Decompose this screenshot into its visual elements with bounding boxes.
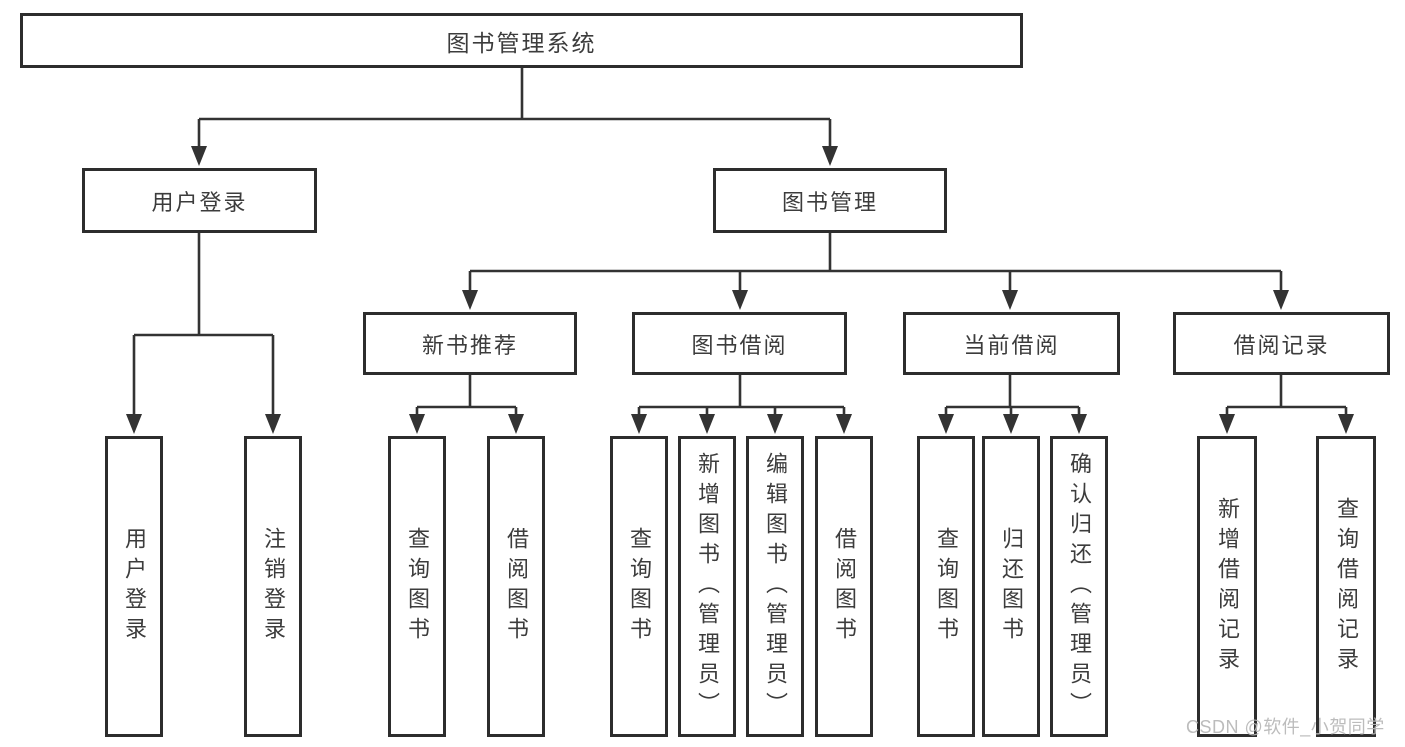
node-confirm-return-admin: 确认归还（管理员） [1050,436,1108,737]
node-user-login-action: 用户登录 [105,436,163,737]
node-borrow-books-action: 借阅图书 [815,436,873,737]
node-search-borrow-record: 查询借阅记录 [1316,436,1376,737]
node-book-management: 图书管理 [713,168,947,233]
watermark: CSDN @软件_小贺同学 [1186,717,1385,737]
node-book-borrow: 图书借阅 [632,312,847,375]
node-return-book: 归还图书 [982,436,1040,737]
node-logout-action: 注销登录 [244,436,302,737]
node-user-login: 用户登录 [82,168,317,233]
node-search-books-borrow: 查询图书 [610,436,668,737]
node-add-book-admin: 新增图书（管理员） [678,436,736,737]
node-library-management-system: 图书管理系统 [20,13,1023,68]
node-edit-book-admin: 编辑图书（管理员） [746,436,804,737]
node-new-book-recommend: 新书推荐 [363,312,577,375]
node-add-borrow-record: 新增借阅记录 [1197,436,1257,737]
node-borrow-books-recommend: 借阅图书 [487,436,545,737]
node-search-books-current: 查询图书 [917,436,975,737]
node-current-borrow: 当前借阅 [903,312,1120,375]
node-borrow-records: 借阅记录 [1173,312,1390,375]
node-search-books-recommend: 查询图书 [388,436,446,737]
